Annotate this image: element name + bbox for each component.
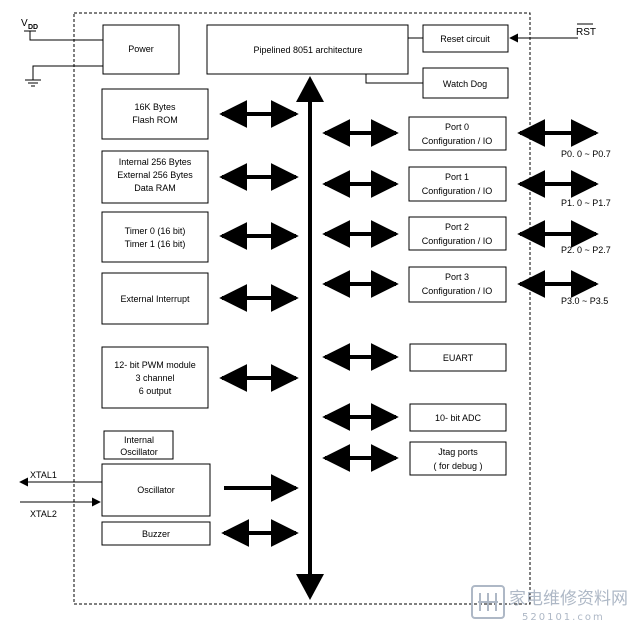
vdd-text: V [21,18,28,29]
svg-text:Configuration / IO: Configuration / IO [422,236,493,246]
euart-block: EUART [409,343,507,372]
svg-text:Data RAM: Data RAM [134,183,176,193]
data-ram-block: Internal 256 Bytes External 256 Bytes Da… [101,150,209,204]
p0-pins-label: P0. 0 ~ P0.7 [561,149,611,159]
p3-pins-label: P3.0 ~ P3.5 [561,296,608,306]
svg-text:Port 0: Port 0 [445,122,469,132]
svg-text:Port 3: Port 3 [445,272,469,282]
svg-text:12- bit PWM module: 12- bit PWM module [114,360,196,370]
port3-block: Port 3 Configuration / IO [408,266,507,303]
svg-text:Configuration / IO: Configuration / IO [422,186,493,196]
svg-text:External Interrupt: External Interrupt [120,294,190,304]
buzzer-block: Buzzer [101,521,211,546]
svg-text:Port 2: Port 2 [445,222,469,232]
power-block: Power [102,24,180,75]
port1-block: Port 1 Configuration / IO [408,166,507,202]
svg-text:3 channel: 3 channel [135,373,174,383]
svg-text:Internal: Internal [124,435,154,445]
svg-text:Pipelined 8051 architectur: Pipelined 8051 architecture [253,45,362,55]
adc-block: 10- bit ADC [409,403,507,432]
ground-wire [32,65,103,80]
flash-rom-block: 16K Bytes Flash ROM [101,88,209,140]
ground-symbol [25,79,41,87]
watermark-url: 520101.com [522,612,605,623]
svg-text:Configuration / IO: Configuration / IO [422,136,493,146]
svg-text:Watch Dog: Watch Dog [443,79,487,89]
svg-text:16K Bytes: 16K Bytes [134,102,176,112]
svg-text:Oscillator: Oscillator [120,447,158,457]
svg-text:( for debug ): ( for debug ) [433,461,482,471]
svg-text:6 output: 6 output [139,386,172,396]
rst-label: RST [576,27,596,38]
xtal2-label: XTAL2 [30,509,57,519]
vdd-wire [29,31,103,41]
svg-text:Timer 0 (16 bit): Timer 0 (16 bit) [125,226,186,236]
svg-text:Internal 256 Bytes: Internal 256 Bytes [119,157,192,167]
p1-pins-label: P1. 0 ~ P1.7 [561,198,611,208]
pipelined-8051-core-block: Pipelined 8051 architecture [206,24,409,75]
svg-text:Flash ROM: Flash ROM [132,115,178,125]
watermark-logo-icon [471,585,505,619]
external-interrupt-block: External Interrupt [101,272,209,325]
svg-text:Buzzer: Buzzer [142,529,170,539]
svg-text:10- bit ADC: 10- bit ADC [435,413,482,423]
svg-text:Configuration / IO: Configuration / IO [422,286,493,296]
watchdog-block: Watch Dog [422,67,509,99]
svg-text:Timer 1 (16 bit): Timer 1 (16 bit) [125,239,186,249]
chip-boundary [73,12,531,605]
watermark-title: 家电维修资料网 [509,589,628,609]
oscillator-block: Oscillator [101,463,211,517]
svg-text:Reset circuit: Reset circuit [440,34,490,44]
svg-text:Jtag ports: Jtag ports [438,447,478,457]
port0-block: Port 0 Configuration / IO [408,116,507,151]
reset-circuit-block: Reset circuit [422,24,509,53]
pwm-module-block: 12- bit PWM module 3 channel 6 output [101,346,209,409]
svg-text:Port 1: Port 1 [445,172,469,182]
p2-pins-label: P2. 0 ~ P2.7 [561,245,611,255]
right-bus-arrows [322,119,399,472]
xtal1-label: XTAL1 [30,470,57,480]
port2-block: Port 2 Configuration / IO [408,216,507,251]
watermark: 家电维修资料网 520101.com [471,585,628,623]
timer-block: Timer 0 (16 bit) Timer 1 (16 bit) [101,211,209,263]
svg-text:Power: Power [128,44,154,54]
jtag-block: Jtag ports ( for debug ) [409,441,507,476]
left-bus-arrows [219,100,299,547]
vdd-subscript: DD [28,24,38,31]
svg-text:EUART: EUART [443,353,474,363]
internal-oscillator-block: Internal Oscillator [103,430,174,460]
bus-top-arrowhead [296,76,324,102]
svg-text:External 256 Bytes: External 256 Bytes [117,170,193,180]
svg-text:Oscillator: Oscillator [137,485,175,495]
external-port-arrows [517,119,599,298]
core-to-watchdog-wire [365,74,423,84]
bus-bottom-arrowhead [296,574,324,600]
vdd-label: V DD [21,18,38,31]
